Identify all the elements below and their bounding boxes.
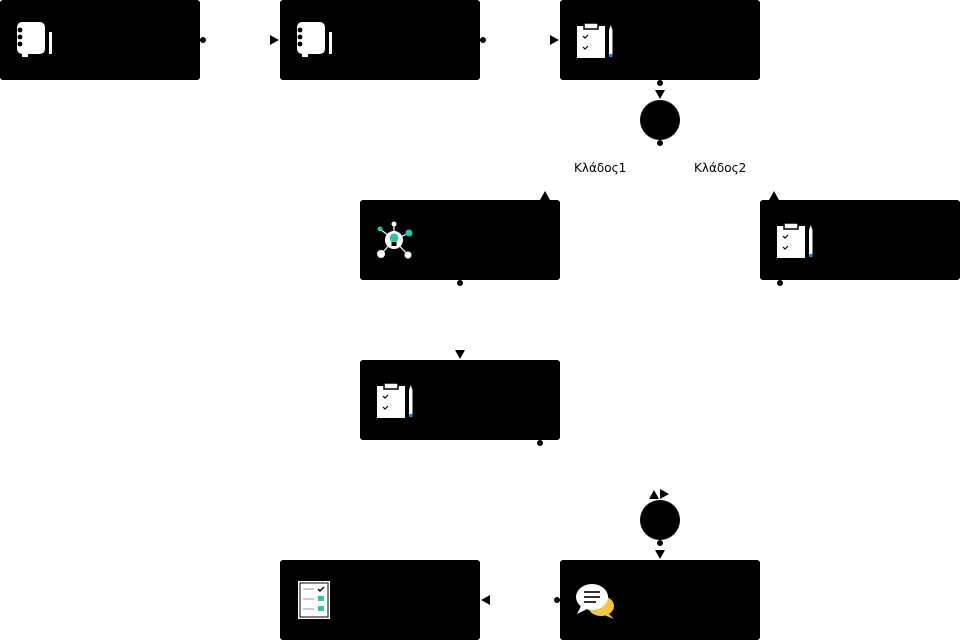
arrowhead-down	[455, 350, 465, 359]
connector-start-dot	[657, 540, 663, 546]
arrowhead-up	[649, 490, 659, 499]
clipboard-pencil-icon	[377, 382, 413, 418]
task-node-4[interactable]	[360, 200, 560, 280]
branch-label-2: Κλάδος2	[694, 161, 747, 175]
arrowhead-up	[540, 191, 550, 200]
notebook-icon	[297, 22, 332, 57]
arrowhead-right	[660, 489, 669, 499]
arrowhead-up	[769, 191, 779, 200]
connector-start-dot	[554, 597, 560, 603]
checklist-icon	[298, 581, 330, 619]
task-node-6[interactable]	[360, 360, 560, 440]
task-node-8[interactable]	[280, 560, 480, 640]
connector-start-dot	[777, 280, 783, 286]
arrowhead-down	[655, 90, 665, 99]
arrowhead-right	[270, 35, 279, 45]
connector-start-dot	[457, 280, 463, 286]
clipboard-pencil-icon	[577, 22, 613, 58]
connector-start-dot	[200, 37, 206, 43]
task-node-7[interactable]	[560, 560, 760, 640]
branch-label-1: Κλάδος1	[574, 161, 627, 175]
gateway-split[interactable]	[640, 100, 680, 140]
gateway-merge[interactable]	[640, 500, 680, 540]
connector-start-dot	[657, 80, 663, 86]
task-node-2[interactable]	[280, 0, 480, 80]
notebook-icon	[17, 22, 52, 57]
connector-start-dot	[480, 37, 486, 43]
task-node-1[interactable]	[0, 0, 200, 80]
clipboard-pencil-icon	[777, 222, 813, 258]
task-node-3[interactable]	[560, 0, 760, 80]
connector-start-dot	[657, 140, 663, 146]
chat-bubbles-icon	[576, 584, 614, 619]
connector-start-dot	[537, 440, 543, 446]
arrowhead-right	[550, 35, 559, 45]
task-node-5[interactable]	[760, 200, 960, 280]
idea-network-icon	[377, 221, 413, 259]
arrowhead-down	[655, 550, 665, 559]
arrowhead-left	[481, 595, 490, 605]
